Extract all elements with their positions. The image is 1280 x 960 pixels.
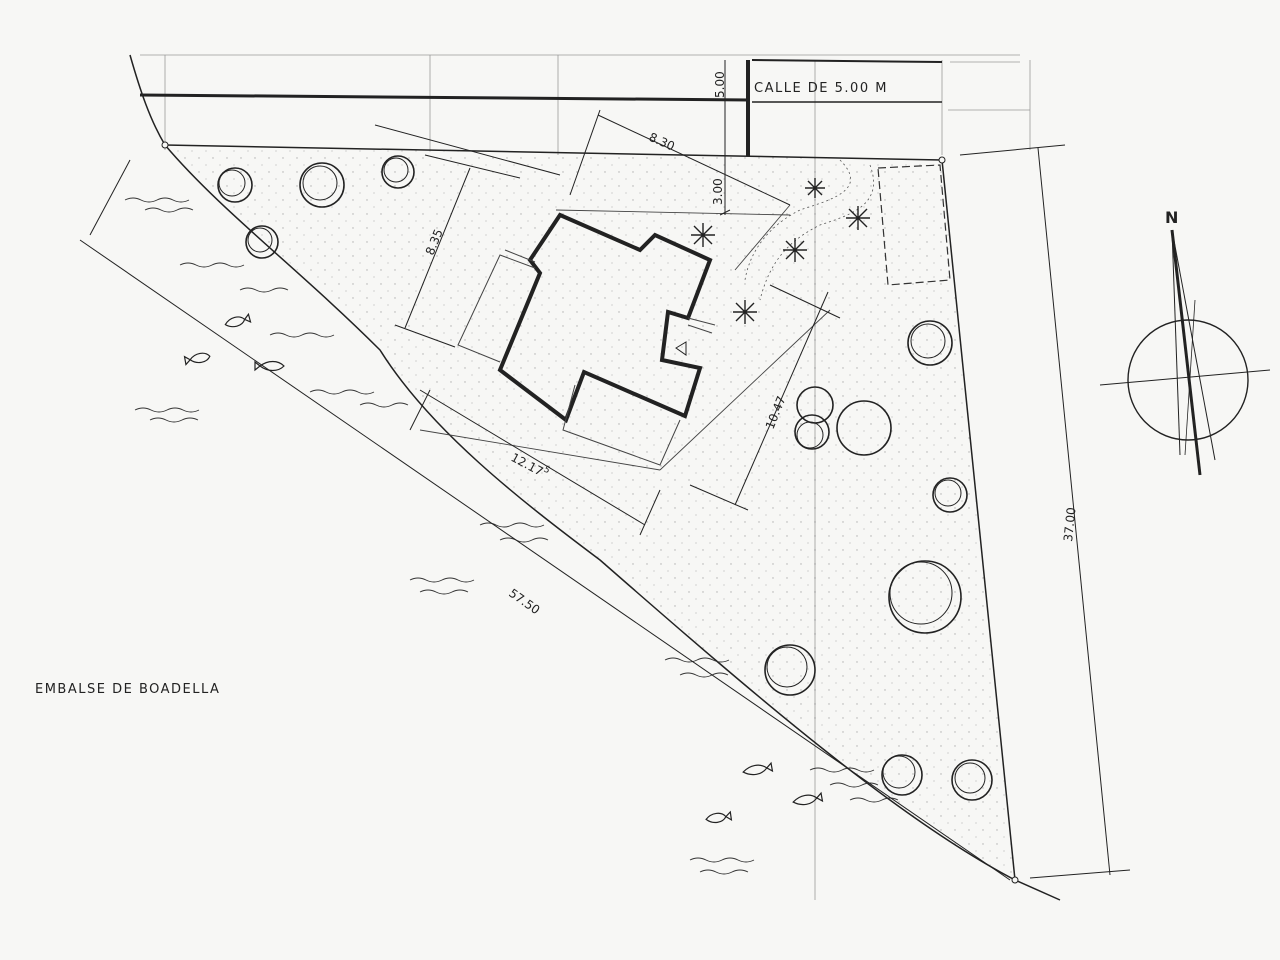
annex-outline — [877, 164, 951, 286]
north-label: N — [1165, 208, 1178, 227]
north-arrow — [1099, 229, 1271, 476]
trees — [217, 155, 993, 801]
reservoir-label: EMBALSE DE BOADELLA — [35, 682, 220, 697]
street-label: CALLE DE 5.00 M — [754, 81, 888, 96]
dim-setback-top: 3.00 — [711, 178, 725, 205]
plot-boundary — [129, 54, 1061, 901]
plot-area — [165, 145, 1015, 880]
tree — [245, 225, 279, 259]
dim-street-width: 5.00 — [713, 71, 727, 98]
tree — [836, 400, 892, 456]
garden-path — [744, 159, 874, 301]
dim-plot-lake-side: 57.50 — [506, 586, 542, 617]
tree — [217, 167, 253, 203]
tree — [299, 162, 345, 208]
setback-lines — [419, 204, 831, 471]
dimension-lines — [79, 60, 1131, 881]
street — [139, 59, 943, 156]
house-footprint — [457, 212, 716, 466]
tree — [764, 644, 816, 696]
tree — [881, 754, 923, 796]
dim-house-top: 8.30 — [647, 130, 677, 154]
tree — [907, 320, 953, 366]
dim-plot-east-side: 37.00 — [1061, 507, 1079, 543]
shrubs — [691, 178, 870, 324]
water-waves — [124, 197, 899, 875]
tree — [888, 560, 962, 634]
fish — [183, 312, 824, 824]
tree — [381, 155, 415, 189]
tree — [951, 759, 993, 801]
tree — [794, 386, 834, 450]
tree — [932, 477, 968, 513]
